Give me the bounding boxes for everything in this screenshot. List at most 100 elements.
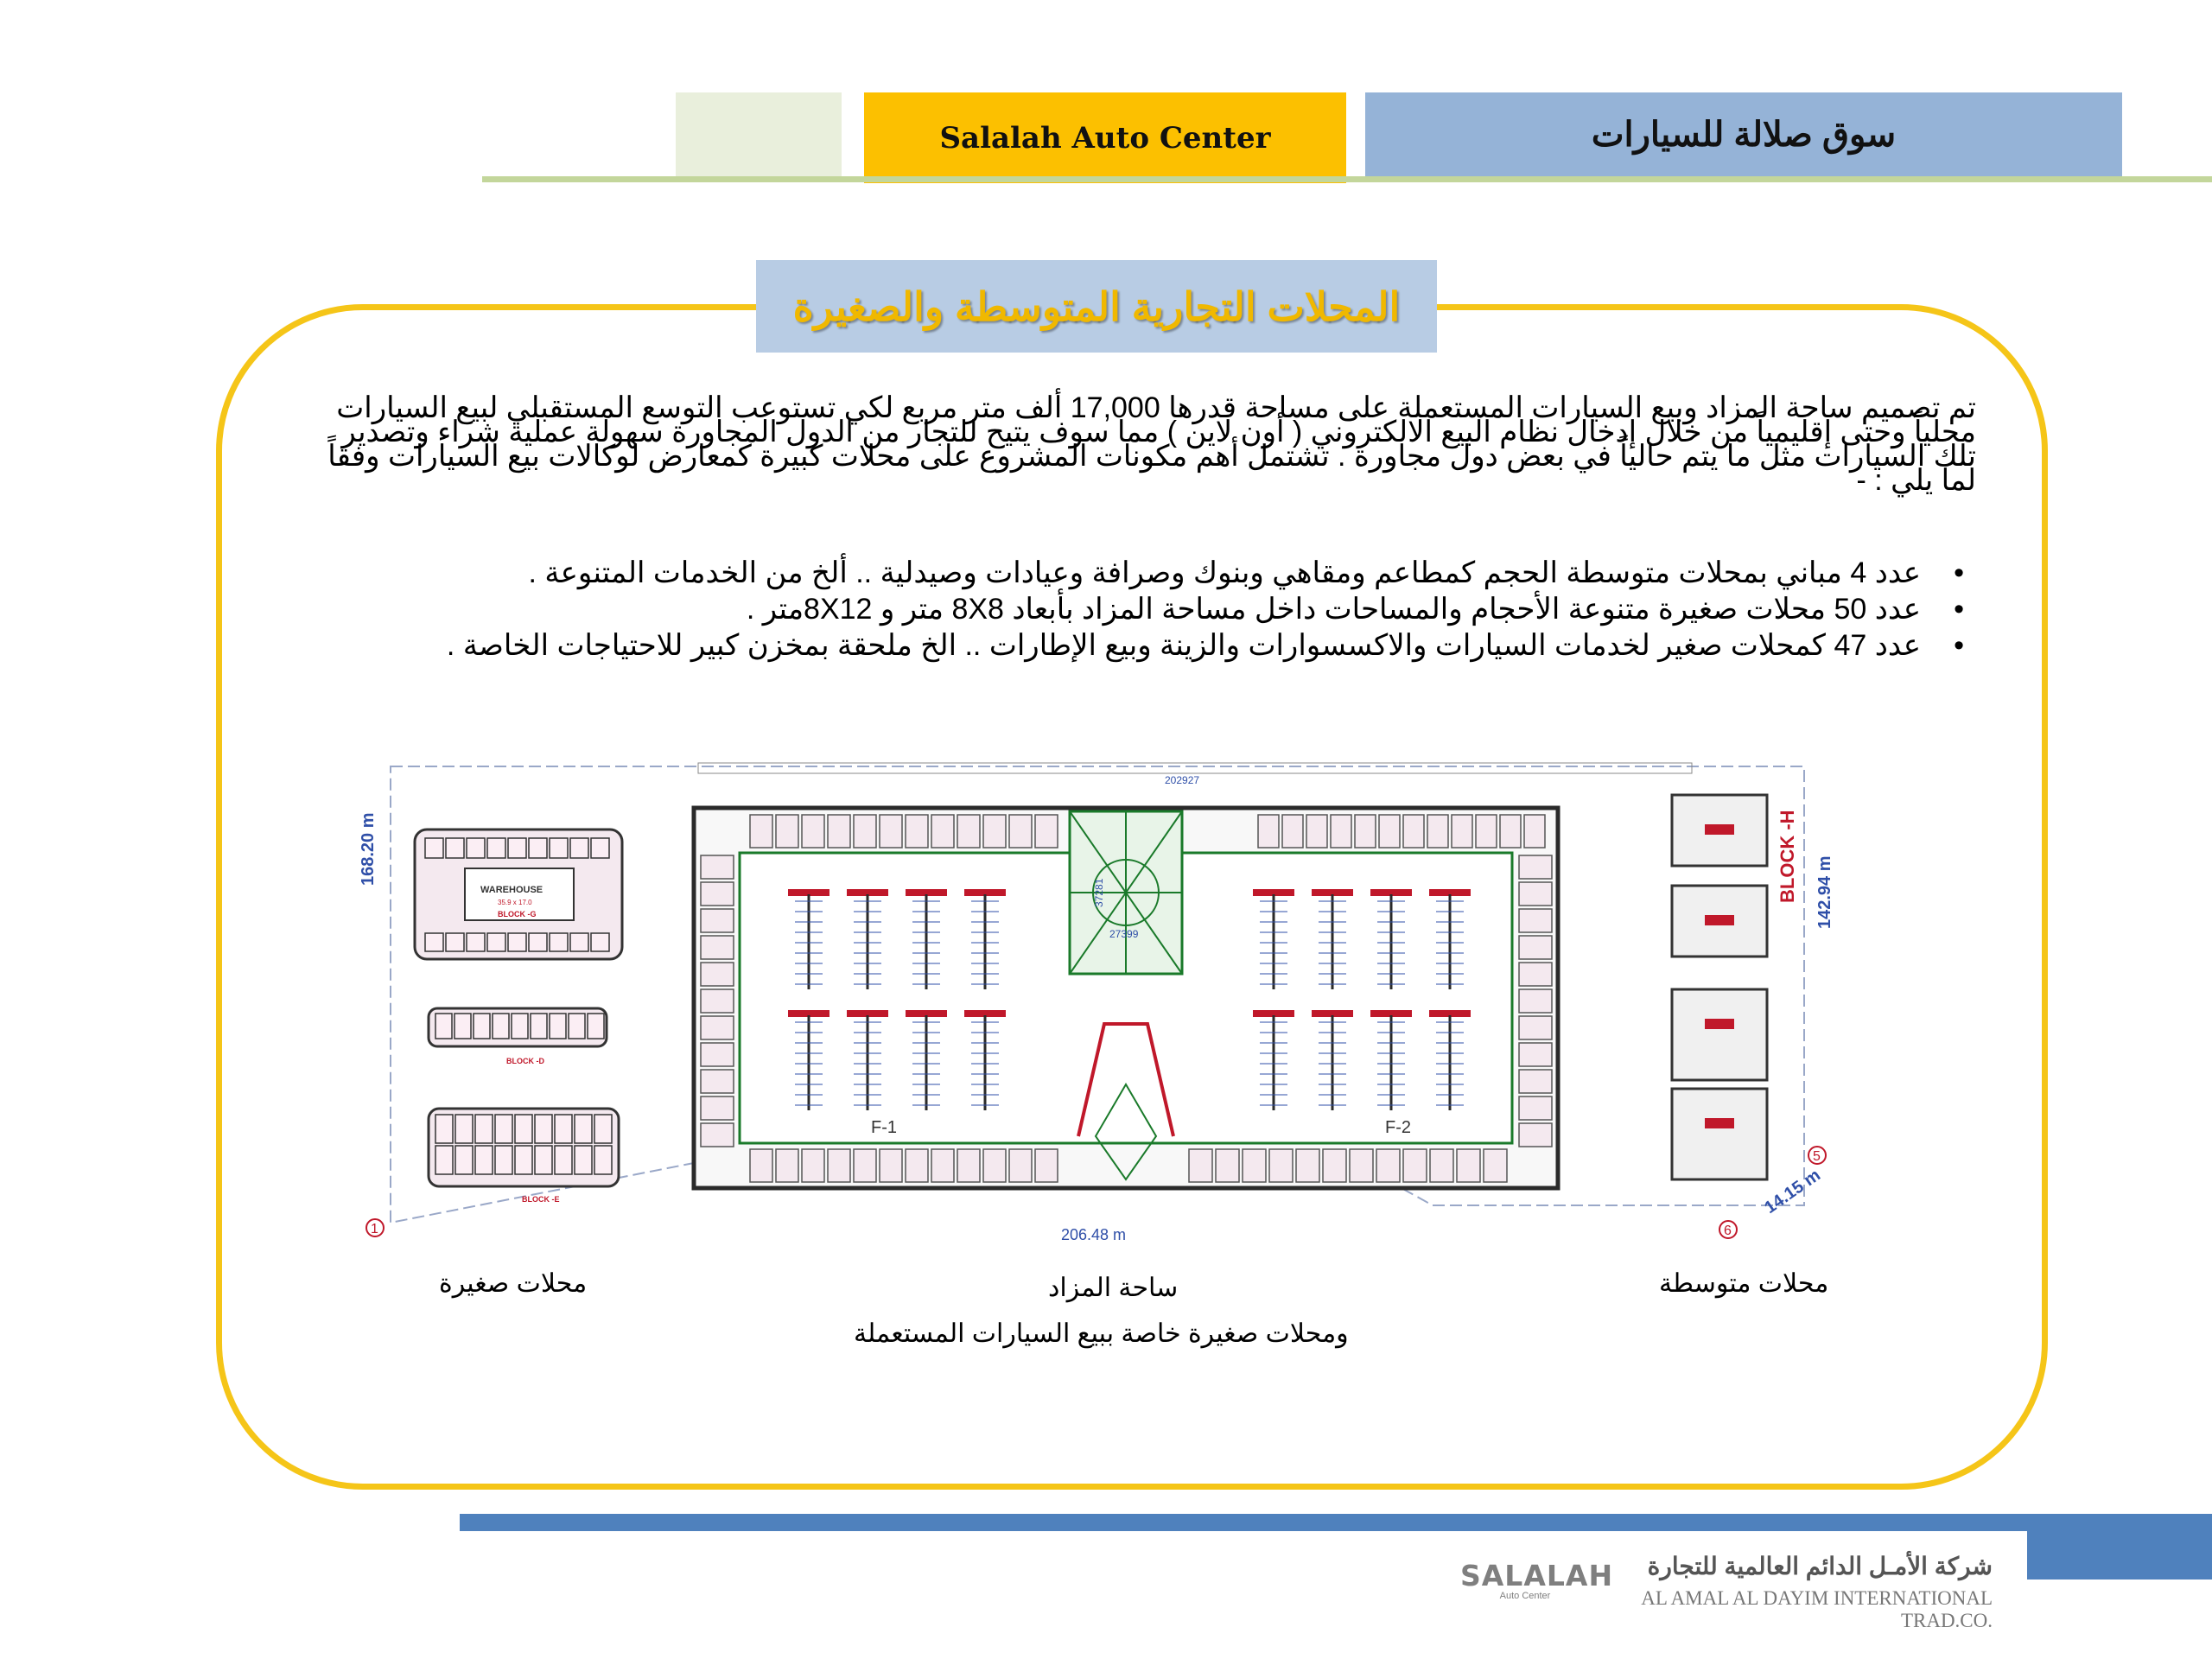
yard-shop-cell [1483, 1148, 1508, 1183]
marker-1-circle [365, 1218, 385, 1237]
header-brand-tab: Salalah Auto Center [864, 92, 1346, 183]
small-shop-cell [530, 1013, 548, 1039]
yard-shop-cell [1523, 814, 1546, 849]
yard-shop-cell [1034, 1148, 1058, 1183]
yard-shop-cell [1215, 1148, 1240, 1183]
yard-shop-cell [853, 814, 877, 849]
zone-f1: F-1 [871, 1118, 897, 1137]
yard-shop-cell [1518, 1015, 1553, 1040]
yard-shop-cell [1378, 814, 1401, 849]
yard-shop-cell [700, 1069, 734, 1094]
warehouse-label: WAREHOUSE [480, 885, 543, 895]
yard-shop-cell [1518, 908, 1553, 933]
footer-block [2027, 1531, 2212, 1580]
section-title: المحلات التجارية المتوسطة والصغيرة [792, 283, 1401, 329]
yard-shop-cell [1281, 814, 1304, 849]
yard-shop-cell [1518, 855, 1553, 880]
yard-shop-cell [1306, 814, 1328, 849]
yard-shop-cell [700, 1042, 734, 1067]
footer-bar [460, 1514, 2212, 1531]
yard-shop-cell [700, 855, 734, 880]
small-shop-cell [486, 837, 506, 859]
yard-shop-cell [1008, 814, 1033, 849]
small-shop-cell [514, 1114, 533, 1144]
header-light-tab [676, 92, 842, 176]
yard-shop-cell [749, 1148, 773, 1183]
medium-shop-tag [1705, 824, 1734, 835]
yard-shop-cell [775, 1148, 799, 1183]
paragraph-line: تلك السيارات مثل ما يتم حالياً في بعض دو… [327, 440, 1976, 473]
small-shop-cell [568, 1013, 586, 1039]
dim-bottom: 206.48 m [1061, 1226, 1126, 1240]
parking-row-cap [1370, 1010, 1412, 1017]
header-underline [482, 176, 2212, 182]
yard-shop-cell [700, 881, 734, 906]
small-shop-cell [424, 932, 444, 952]
yard-shop-cell [700, 1015, 734, 1040]
small-shop-cell [454, 1013, 472, 1039]
small-shop-cell [549, 837, 569, 859]
logo-text: SALALAH [1460, 1559, 1614, 1592]
small-shop-cell [549, 932, 569, 952]
yard-shop-cell [1518, 881, 1553, 906]
small-shop-cell [435, 1013, 453, 1039]
small-shop-cell [507, 837, 527, 859]
yard-shop-cell [1295, 1148, 1320, 1183]
small-shop-cell [494, 1145, 513, 1175]
garden-pattern [1069, 810, 1183, 975]
entrance-ramp [1077, 1022, 1175, 1137]
parking-row-cap [788, 889, 830, 896]
yard-shop-cell [1518, 1122, 1553, 1147]
auction-yard: 37281 27399 F-1 F-2 [691, 805, 1560, 1191]
small-shop-cell [445, 932, 465, 952]
yard-shop-cell [1402, 1148, 1427, 1183]
list-item: عدد 50 محلات صغيرة متنوعة الأحجام والمسا… [406, 591, 1964, 627]
parking-row-cap [1312, 1010, 1353, 1017]
list-item: عدد 47 كمحلات صغير لخدمات السيارات والاك… [406, 627, 1964, 664]
small-shop-cell [514, 1145, 533, 1175]
yard-shop-cell [879, 1148, 903, 1183]
footer-company: شركة الأمـل الدائم العالمية للتجارة AL A… [1630, 1552, 1993, 1632]
yard-shop-cell [801, 1148, 825, 1183]
small-shop-cell [424, 837, 444, 859]
section-title-box: المحلات التجارية المتوسطة والصغيرة [756, 260, 1437, 353]
yard-shop-cell [1518, 935, 1553, 960]
yard-shop-cell [1008, 1148, 1033, 1183]
yard-shop-cell [1268, 1148, 1294, 1183]
yard-shop-cell [827, 814, 851, 849]
yard-shop-cell [1242, 1148, 1267, 1183]
yard-shop-cell [957, 814, 981, 849]
small-shop-cell [473, 1013, 491, 1039]
logo-subtext: Auto Center [1499, 1591, 1551, 1601]
medium-shop-tag [1705, 915, 1734, 925]
yard-shop-cell [1451, 814, 1473, 849]
garden-feature [1092, 859, 1160, 926]
caption-small-shops: محلات صغيرة [439, 1269, 588, 1298]
warehouse-size: 35.9 x 17.0 [498, 899, 532, 906]
yard-shop-cell [827, 1148, 851, 1183]
marker-1: 1 [371, 1222, 378, 1236]
yard-shop-cell [957, 1148, 981, 1183]
caption-auction-sub: ومحلات صغيرة خاصة ببيع السيارات المستعمل… [854, 1319, 1349, 1348]
intro-paragraph: تم تصميم ساحة المزاد وبيع السيارات المست… [324, 393, 1976, 495]
small-shop-cell [435, 1114, 454, 1144]
yard-shop-cell [982, 1148, 1007, 1183]
paragraph-line: محلياً وحتى إقليمياً من خلال إدخال نظام … [341, 416, 1976, 448]
small-shop-cell [549, 1013, 567, 1039]
small-shop-cell [534, 1114, 553, 1144]
small-shop-cell [454, 1114, 474, 1144]
brand-name-en: Salalah Auto Center [939, 120, 1271, 156]
yard-shop-cell [905, 1148, 929, 1183]
yard-shop-cell [1499, 814, 1522, 849]
small-shop-cell [435, 1145, 454, 1175]
parking-row-cap [906, 889, 947, 896]
block-e: BLOCK -E [427, 1107, 620, 1204]
yard-shop-cell [700, 962, 734, 987]
medium-shop-tag [1705, 1118, 1734, 1128]
yard-shop-cell [775, 814, 799, 849]
marker-5: 5 [1813, 1149, 1821, 1164]
yard-shop-cell [1427, 814, 1449, 849]
small-shop-cell [466, 837, 486, 859]
parking-rows [788, 889, 1471, 1110]
small-shop-cell [492, 1013, 510, 1039]
